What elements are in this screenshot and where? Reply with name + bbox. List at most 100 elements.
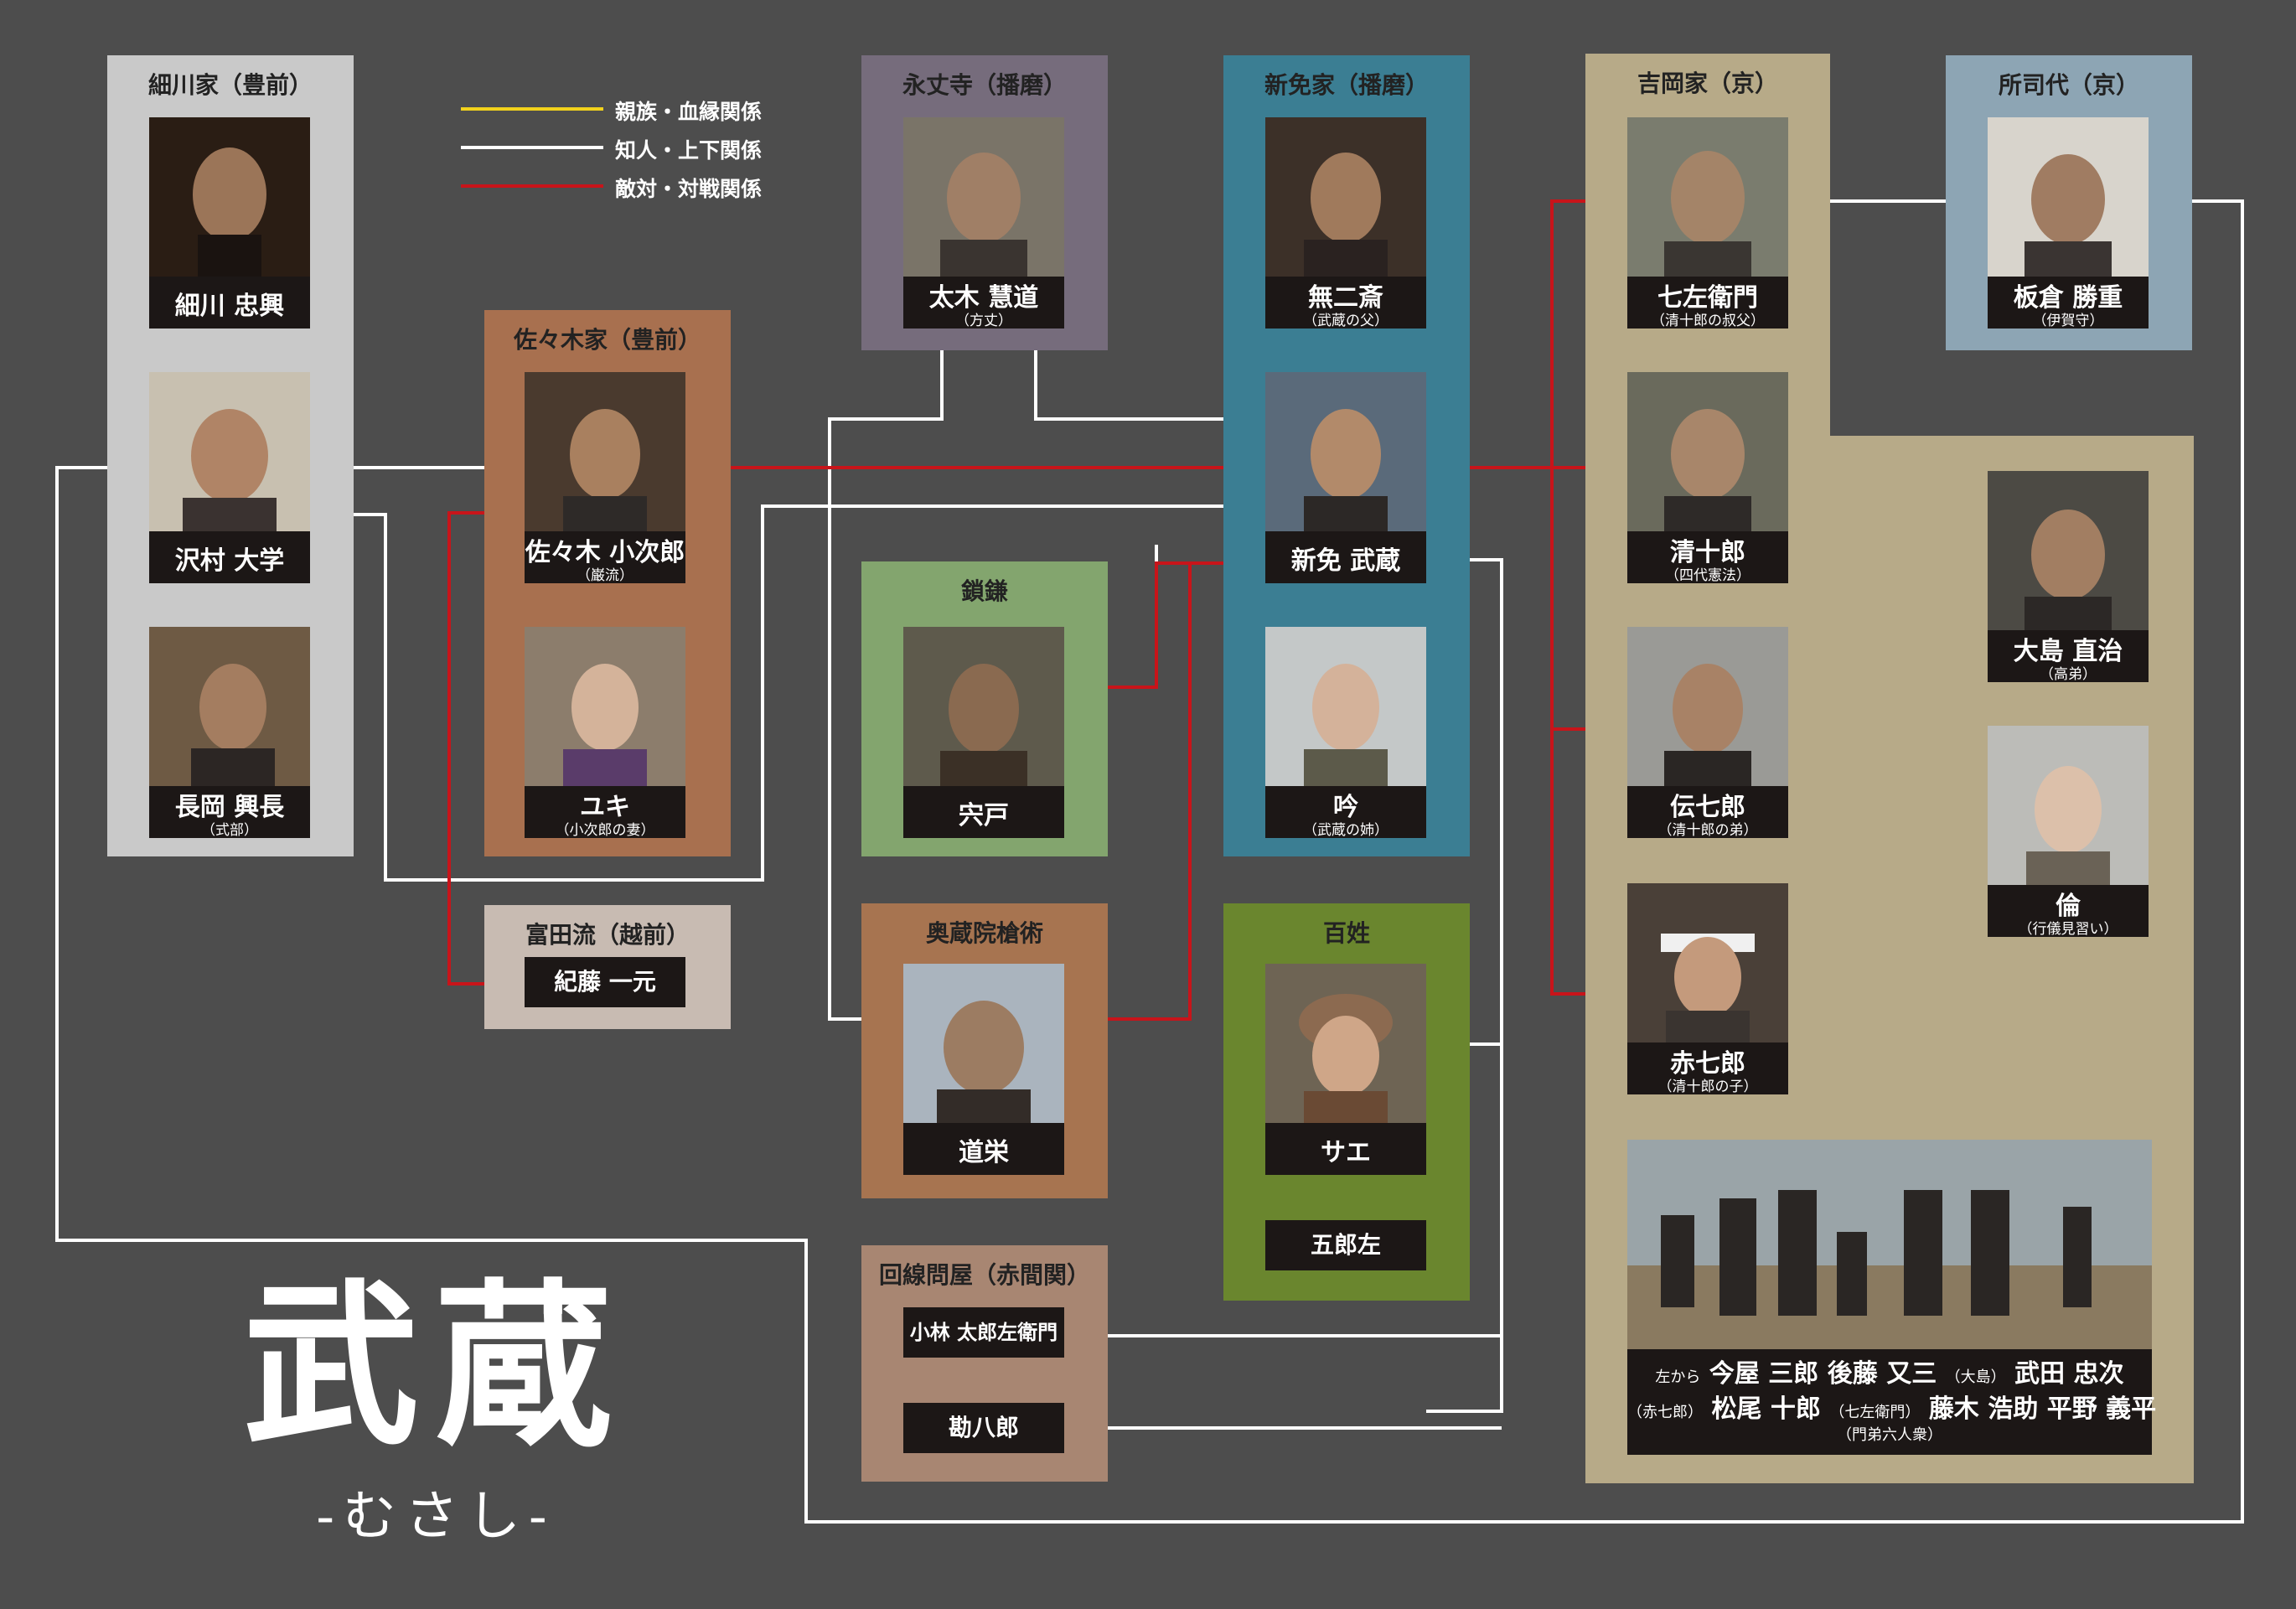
group-title: 新免家（播磨） [1264,71,1429,99]
person-name: 清十郎 [1670,538,1745,567]
legend-label: 親族・血縁関係 [615,100,763,124]
person-role: （伊賀守） [2032,313,2104,329]
person-name: 吟 [1333,793,1358,822]
person-name: サエ [1321,1138,1371,1167]
portrait-photo [149,117,310,277]
person-name: 佐々木 小次郎 [525,538,685,567]
person-card-gin: 吟 （武蔵の姉） [1265,627,1426,839]
ensemble-paren: （大島） [1945,1368,2006,1386]
portrait-photo [149,372,310,531]
ensemble-name: 武田 忠次 [2014,1359,2124,1389]
person-card-rin: 倫 （行儀見習い） [1988,726,2149,938]
person-card-yuki: ユキ （小次郎の妻） [525,627,685,839]
portrait-photo [1265,964,1426,1123]
group-title: 佐々木家（豊前） [513,326,701,354]
person-name: 無二斎 [1308,283,1383,313]
group-title: 奥蔵院槍術 [925,919,1043,947]
group-title: 富田流（越前） [525,921,690,949]
portrait-photo [1627,883,1788,1042]
group-title: 所司代（京） [1998,71,2139,99]
group-title: 永丈寺（播磨） [902,71,1067,99]
person-name: 新免 武蔵 [1290,546,1401,576]
person-card-sawamura: 沢村 大学 [149,372,310,583]
person-name: 細川 忠興 [174,292,285,321]
drama-title: 武蔵 [242,1262,628,1469]
person-role: （行儀見習い） [2018,921,2118,938]
person-role: （方丈） [955,313,1012,329]
person-role: （高弟） [2040,666,2097,683]
person-card-denshichiro: 伝七郎 （清十郎の弟） [1627,627,1788,839]
person-name: 太木 慧道 [928,283,1039,313]
portrait-photo [1265,627,1426,786]
portrait-photo [903,964,1064,1123]
person-name: 赤七郎 [1670,1049,1745,1079]
ensemble-name: 松尾 十郎 [1711,1394,1821,1424]
group-title: 鎖鎌 [960,577,1008,605]
person-card-okitomo: 長岡 興長 （式部） [149,627,310,839]
drama-subtitle: -むさし- [316,1486,556,1548]
ensemble-name: 藤木 浩助 [1928,1394,2039,1424]
ensemble-caption: （門弟六人衆） [1627,1423,2152,1445]
person-card-shishido: 宍戸 [903,627,1064,838]
portrait-photo [903,627,1064,786]
namebox-kito: 紀藤 一元 [525,957,685,1007]
namebox-kanpachiro: 勘八郎 [903,1403,1064,1453]
person-card-tadaoki: 細川 忠興 [149,117,310,329]
portrait-photo [149,627,310,786]
person-name: ユキ [580,793,630,822]
namebox-kobayashi: 小林 太郎左衛門 [903,1307,1064,1358]
legend-yellow-swatch [461,107,603,111]
person-name: 沢村 大学 [174,546,285,576]
portrait-photo [1988,117,2149,277]
portrait-photo [1988,471,2149,630]
person-card-musashi: 新免 武蔵 [1265,372,1426,583]
person-card-seijuro: 清十郎 （四代憲法） [1627,372,1788,584]
person-role: （四代憲法） [1665,567,1750,584]
person-card-takuan: 太木 慧道 （方丈） [903,117,1064,329]
person-name: 大島 直治 [2013,637,2123,666]
portrait-photo [525,372,685,531]
portrait-photo [1988,726,2149,885]
ensemble-name: 後藤 又三 [1827,1359,1937,1389]
ensemble-card: 左から 今屋 三郎 後藤 又三 （大島） 武田 忠次 （赤七郎） 松尾 十郎 （… [1627,1140,2156,1455]
person-name: 板倉 勝重 [2013,283,2123,313]
ensemble-name: 今屋 三郎 [1709,1359,1819,1389]
legend-label: 敵対・対戦関係 [615,177,763,201]
ensemble-prefix: 左から [1655,1368,1701,1386]
person-role: （武蔵の父） [1303,313,1388,329]
group-title: 百姓 [1322,919,1370,947]
person-card-itakura: 板倉 勝重 （伊賀守） [1988,117,2149,329]
person-name: 倫 [2056,892,2081,921]
ensemble-line-1: 左から 今屋 三郎 後藤 又三 （大島） 武田 忠次 [1627,1353,2152,1389]
portrait-photo [1265,117,1426,277]
ensemble-paren: （赤七郎） [1627,1404,1703,1421]
ensemble-caption-text: （門弟六人衆） [1837,1426,1942,1444]
person-role: （清十郎の弟） [1657,822,1758,839]
person-card-sae: サエ [1265,964,1426,1175]
group-yoshioka: 吉岡家（京） [1585,54,1830,104]
legend-white-swatch [461,146,603,149]
ensemble-name: 平野 義平 [2046,1394,2157,1424]
portrait-photo [1265,372,1426,531]
portrait-photo [1627,627,1788,786]
person-name: 宍戸 [959,801,1009,830]
portrait-photo [903,117,1064,277]
portrait-photo [1627,372,1788,531]
legend-label: 知人・上下関係 [615,138,763,163]
person-card-akashichiro: 赤七郎 （清十郎の子） [1627,883,1788,1095]
namebox-gorosa: 五郎左 [1265,1220,1426,1270]
ensemble-line-2: （赤七郎） 松尾 十郎 （七左衛門） 藤木 浩助 平野 義平 [1627,1388,2156,1425]
portrait-photo [525,627,685,786]
person-role: （小次郎の妻） [555,822,655,839]
person-role: （巌流） [577,567,633,584]
ensemble-photo [1627,1140,2152,1349]
group-title: 細川家（豊前） [147,71,313,99]
person-name: 道栄 [959,1138,1009,1167]
person-role: （式部） [201,822,258,839]
person-name: 七左衛門 [1657,283,1758,313]
ensemble-paren: （七左衛門） [1829,1404,1921,1421]
legend-red-swatch [461,184,603,188]
person-card-kojiro: 佐々木 小次郎 （巌流） [525,372,685,584]
person-role: （清十郎の子） [1657,1079,1758,1095]
person-card-shichizaemon: 七左衛門 （清十郎の叔父） [1627,117,1788,329]
